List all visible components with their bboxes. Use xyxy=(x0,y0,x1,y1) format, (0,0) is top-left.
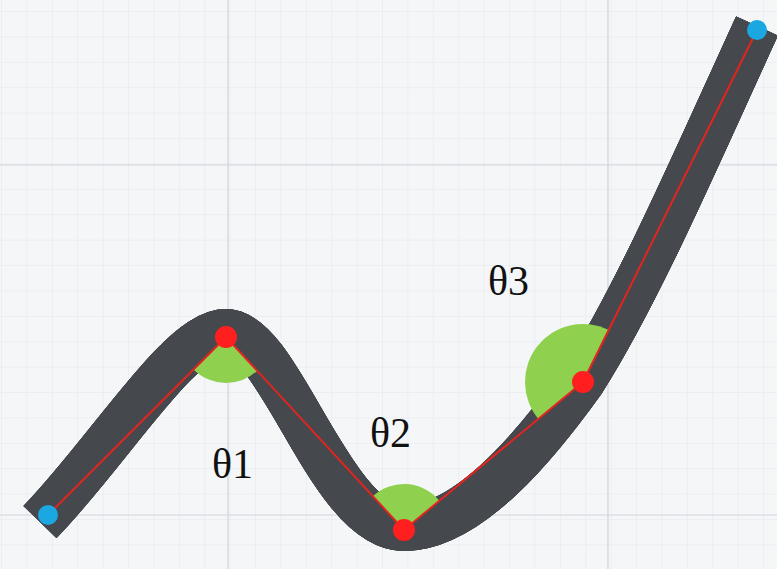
angle-label: θ3 xyxy=(488,260,529,302)
waypoint-path xyxy=(48,30,757,530)
angle-label: θ2 xyxy=(370,412,411,454)
angle-wedge xyxy=(525,324,608,419)
waypoints xyxy=(215,326,594,541)
angle-wedges xyxy=(193,324,608,530)
road xyxy=(40,26,757,528)
endpoints xyxy=(38,20,767,525)
angle-label: θ1 xyxy=(212,443,253,485)
